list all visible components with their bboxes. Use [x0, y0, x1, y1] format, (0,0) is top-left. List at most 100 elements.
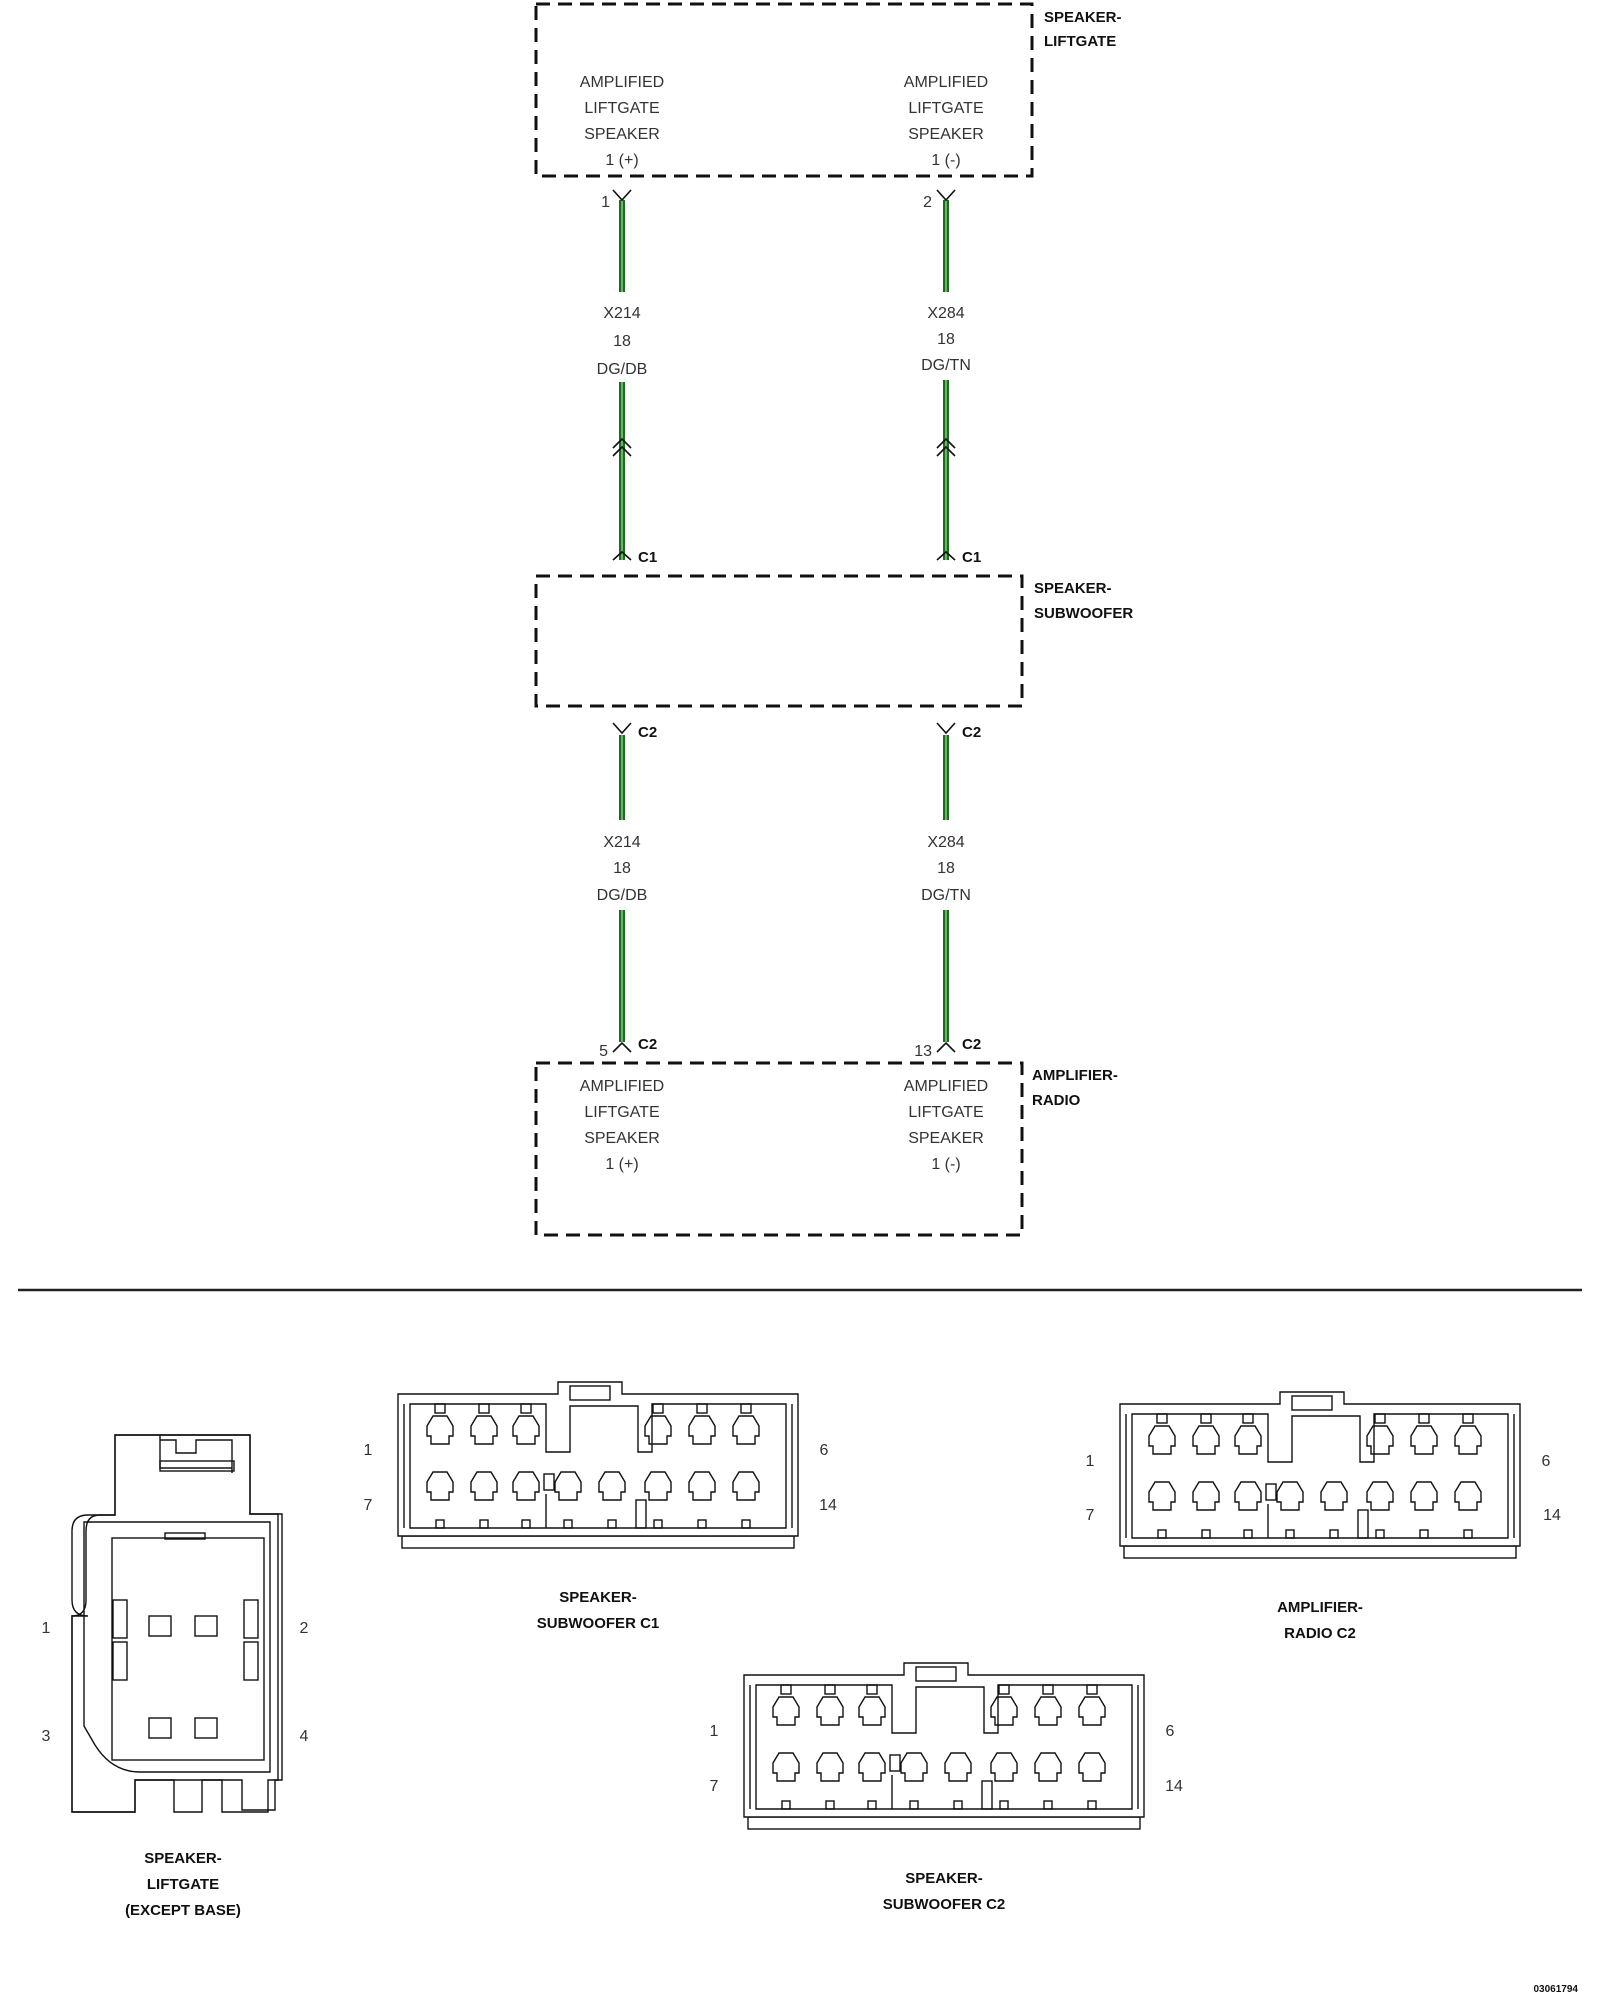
- sub-c2-latch-tab-5: [1042, 1684, 1054, 1695]
- terminal-sub-c2-right: [936, 722, 956, 735]
- amp-c2-cavity-9: [1234, 1481, 1262, 1511]
- amp-c2-latch-tab-3: [1242, 1413, 1254, 1424]
- amp-c2-cavity-10: [1276, 1481, 1304, 1511]
- amp-c2-cavity-8: [1192, 1481, 1220, 1511]
- amp-c2-lock-tab-7: [1157, 1529, 1167, 1539]
- amp-c2-latch: [1291, 1395, 1333, 1411]
- wire-lower-left-gauge: 18: [613, 860, 631, 877]
- sub-c2-latch-tab-1: [780, 1684, 792, 1695]
- sub-c2-cavity-10: [900, 1752, 928, 1782]
- sub-c1-title-line2: SUBWOOFER C1: [537, 1615, 660, 1632]
- sub-c2-cavity-3: [858, 1696, 886, 1726]
- liftgate-connector-housing: [71, 1434, 283, 1813]
- terminal-liftgate-2: [936, 189, 956, 202]
- liftgate-connector-title-line1: SPEAKER-: [144, 1850, 222, 1867]
- subwoofer-connector-c2-left: C2: [638, 724, 657, 741]
- liftgate-connector-cavity-1: [148, 1615, 172, 1637]
- liftgate-connector-title-line3: (EXCEPT BASE): [125, 1902, 241, 1919]
- amplifier-pin13-label-line3: SPEAKER: [908, 1130, 984, 1147]
- sub-c1-cavity-14: [732, 1471, 760, 1501]
- amp-c2-lock-tab-11: [1329, 1529, 1339, 1539]
- sub-c2-pin-7: 7: [710, 1778, 719, 1795]
- amp-c2-cavity-12: [1366, 1481, 1394, 1511]
- sub-c1-latch-tab-1: [434, 1403, 446, 1414]
- amplifier-connector-c2-left: C2: [638, 1036, 657, 1053]
- sub-c2-pin-6: 6: [1166, 1723, 1175, 1740]
- sub-c2-lock-tab-11: [953, 1800, 963, 1810]
- terminal-symbols: [612, 189, 956, 1053]
- amp-c2-cavity-2: [1192, 1425, 1220, 1455]
- wire-upper-right-circuit: X284: [927, 305, 964, 322]
- amp-c2-lock-tab-12: [1375, 1529, 1385, 1539]
- sub-c2-cavity-9: [858, 1752, 886, 1782]
- amp-c2-cavity-11: [1320, 1481, 1348, 1511]
- amp-c2-cavity-13: [1410, 1481, 1438, 1511]
- amplifier-radio-box: [534, 1061, 1024, 1237]
- sub-c2-cavity-8: [816, 1752, 844, 1782]
- sub-c2-latch-tab-4: [998, 1684, 1010, 1695]
- speaker-liftgate-box: [534, 2, 1034, 178]
- liftgate-connector-cavity-4: [194, 1717, 218, 1739]
- amplifier-cavity-13: 13: [914, 1043, 932, 1060]
- amp-c2-key-pin: [1265, 1483, 1277, 1501]
- amplifier-pin5-label-line1: AMPLIFIED: [580, 1078, 664, 1095]
- inline-chevron-left-lower: [612, 445, 632, 457]
- amp-c2-latch-tab-5: [1418, 1413, 1430, 1424]
- amplifier-pin5-label-line4: 1 (+): [605, 1156, 638, 1173]
- wire-upper-right-color: DG/TN: [921, 357, 971, 374]
- amp-c2-latch-tab-4: [1374, 1413, 1386, 1424]
- amplifier-radio-component: AMPLIFIER- RADIO C2 C2 5 13 AMPLIFIED LI…: [534, 1036, 1118, 1237]
- sub-c1-housing: [397, 1381, 799, 1537]
- amp-c2-housing: [1119, 1391, 1521, 1547]
- sub-c1-cavity-10: [554, 1471, 582, 1501]
- liftgate-connector-pin-4: 4: [300, 1728, 309, 1745]
- speaker-liftgate-name-line1: SPEAKER-: [1044, 9, 1122, 26]
- sub-c2-latch: [915, 1666, 957, 1682]
- wire-lower-right-circuit: X284: [927, 834, 964, 851]
- amplifier-pin5-label-line3: SPEAKER: [584, 1130, 660, 1147]
- sub-c2-lock-tab-12: [999, 1800, 1009, 1810]
- inline-chevron-right-upper: [936, 437, 956, 449]
- sub-c2-latch-tab-6: [1086, 1684, 1098, 1695]
- amplifier-cavity-5: 5: [599, 1043, 608, 1060]
- sub-c2-cavity-6: [1078, 1696, 1106, 1726]
- sub-c2-inner-wall: [755, 1684, 1133, 1810]
- inline-chevron-left-upper: [612, 437, 632, 449]
- wire-lower-right-gauge: 18: [937, 860, 955, 877]
- sub-c1-latch-tab-3: [520, 1403, 532, 1414]
- sub-c1-divider-right: [635, 1499, 647, 1529]
- wire-lower-left-color: DG/DB: [597, 887, 648, 904]
- sub-c1-lock-tab-14: [741, 1519, 751, 1529]
- sub-c1-lock-tab-11: [607, 1519, 617, 1529]
- sub-c1-title-line1: SPEAKER-: [559, 1589, 637, 1606]
- sub-c1-pin-1: 1: [364, 1442, 373, 1459]
- sub-c1-cavity-4: [644, 1415, 672, 1445]
- amp-c2-divider-right: [1357, 1509, 1369, 1539]
- subwoofer-connector-c1-right: C1: [962, 549, 981, 566]
- terminal-amp-c2-left: [612, 1041, 632, 1053]
- liftgate-connector-cavity-2: [194, 1615, 218, 1637]
- sub-c1-lock-tab-13: [697, 1519, 707, 1529]
- speaker-liftgate-component: SPEAKER- LIFTGATE AMPLIFIED LIFTGATE SPE…: [534, 2, 1122, 211]
- sub-c1-cavity-6: [732, 1415, 760, 1445]
- liftgate-pin2-label-line3: SPEAKER: [908, 126, 984, 143]
- sub-c2-title-line2: SUBWOOFER C2: [883, 1896, 1006, 1913]
- amp-c2-title-line2: RADIO C2: [1284, 1625, 1356, 1642]
- sub-c1-lock-tab-7: [435, 1519, 445, 1529]
- sub-c2-divider-right: [981, 1780, 993, 1810]
- wire-upper-right-gauge: 18: [937, 331, 955, 348]
- sub-c2-title-line1: SPEAKER-: [905, 1870, 983, 1887]
- sub-c2-cavity-5: [1034, 1696, 1062, 1726]
- connector-view-speaker-liftgate: 1 2 3 4 SPEAKER- LIFTGATE (EXCEPT BASE): [42, 1434, 309, 1919]
- sub-c2-latch-tab-3: [866, 1684, 878, 1695]
- sub-c2-face: [743, 1662, 1145, 1830]
- amplifier-radio-name-line1: AMPLIFIER-: [1032, 1067, 1118, 1084]
- sub-c1-cavity-5: [688, 1415, 716, 1445]
- speaker-subwoofer-box: [534, 574, 1024, 708]
- liftgate-connector-inner-wall: [83, 1521, 271, 1773]
- sub-c2-lock-tab-7: [781, 1800, 791, 1810]
- sub-c1-latch-tab-6: [740, 1403, 752, 1414]
- speaker-subwoofer-name-line1: SPEAKER-: [1034, 580, 1112, 597]
- amp-c2-cavity-14: [1454, 1481, 1482, 1511]
- sub-c1-latch: [569, 1385, 611, 1401]
